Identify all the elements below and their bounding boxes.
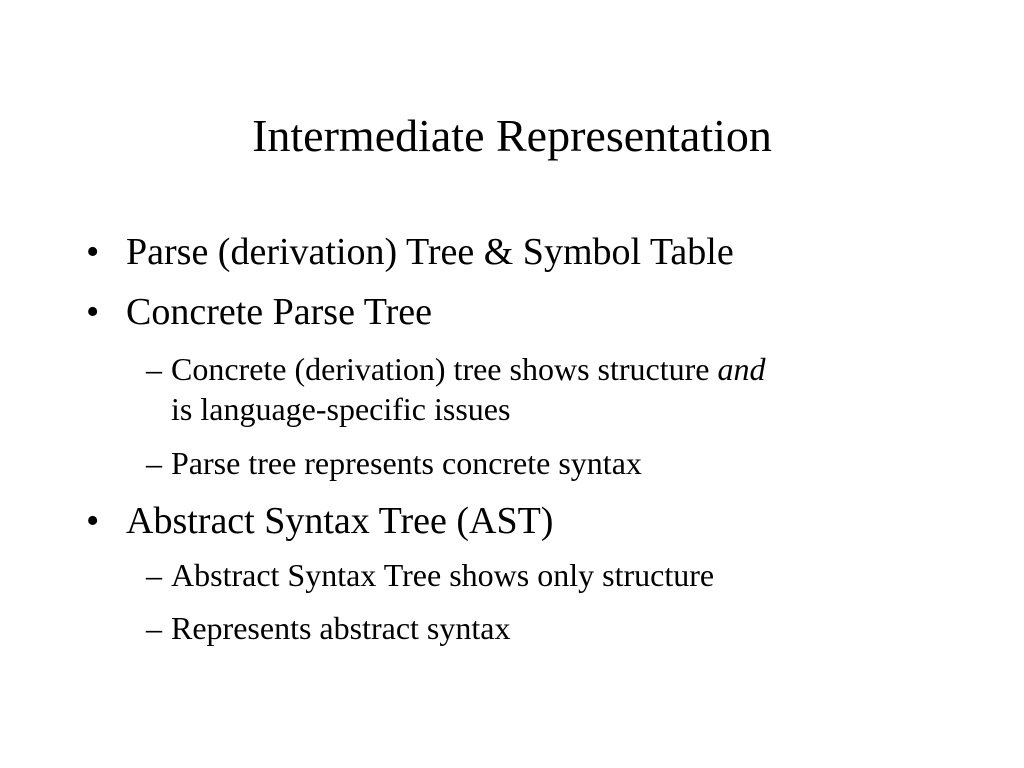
dash-marker: – (146, 557, 162, 593)
subbullet-text: Abstract Syntax Tree shows only structur… (171, 557, 715, 593)
subbullet-text-main: Concrete (derivation) tree shows structu… (171, 351, 718, 387)
bullet-marker: • (86, 291, 100, 333)
bullet-marker: • (86, 231, 100, 273)
bullet-text: Parse (derivation) Tree & Symbol Table (126, 231, 734, 273)
bullet-text: Concrete Parse Tree (126, 291, 433, 333)
subbullet-text: Parse tree represents concrete syntax (171, 445, 642, 481)
subbullet-emphasis: and (717, 351, 766, 387)
subbullet-continuation: is language-specific issues (171, 391, 511, 427)
dash-marker: – (146, 610, 162, 646)
dash-marker: – (146, 445, 162, 481)
dash-marker: – (146, 351, 162, 387)
bullet-text: Abstract Syntax Tree (AST) (126, 500, 554, 542)
bullet-marker: • (86, 500, 100, 542)
subbullet-text: Represents abstract syntax (171, 610, 511, 646)
subbullet-text: Concrete (derivation) tree shows structu… (171, 349, 765, 389)
slide-title: Intermediate Representation (252, 110, 772, 161)
